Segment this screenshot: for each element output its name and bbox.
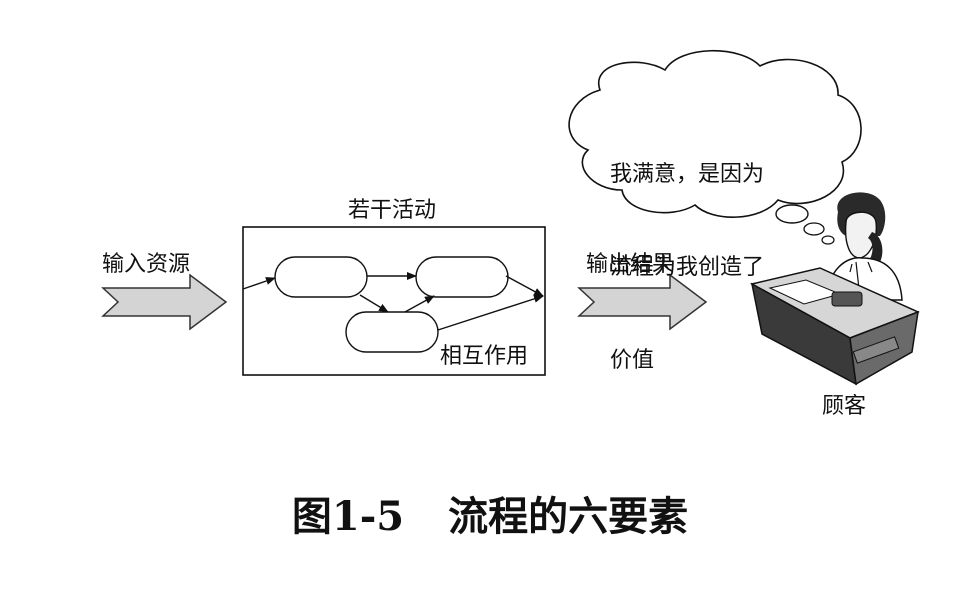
input-label: 输入资源 [102, 252, 191, 277]
interaction-label: 相互作用 [440, 344, 529, 369]
bubble-line-1: 我满意，是因为 [610, 162, 765, 187]
flow-arrow [404, 295, 435, 313]
thought-bubble-text: 我满意，是因为 流程为我创造了 价值 [610, 97, 764, 407]
customer-illustration [749, 192, 920, 386]
figure-title: 流程的六要素 [448, 493, 689, 540]
customer-label: 顾客 [822, 394, 867, 419]
output-arrow [577, 273, 708, 331]
activity-node-3 [345, 311, 439, 353]
thought-bubble [568, 49, 862, 245]
figure-caption: 图1-5 流程的六要素 [0, 484, 980, 542]
activity-node-1 [274, 256, 368, 298]
flow-arrow [359, 294, 389, 313]
flow-arrow [505, 275, 544, 297]
activity-node-2 [415, 256, 509, 298]
figure-number: 图1-5 [291, 493, 405, 540]
output-label: 输出结果 [586, 252, 675, 277]
input-arrow [101, 273, 228, 331]
activities-label: 若干活动 [348, 198, 437, 223]
bubble-line-2: 流程为我创造了 [610, 255, 765, 280]
flow-arrow [437, 294, 544, 331]
flow-arrow [242, 277, 276, 290]
bubble-line-3: 价值 [610, 348, 655, 373]
